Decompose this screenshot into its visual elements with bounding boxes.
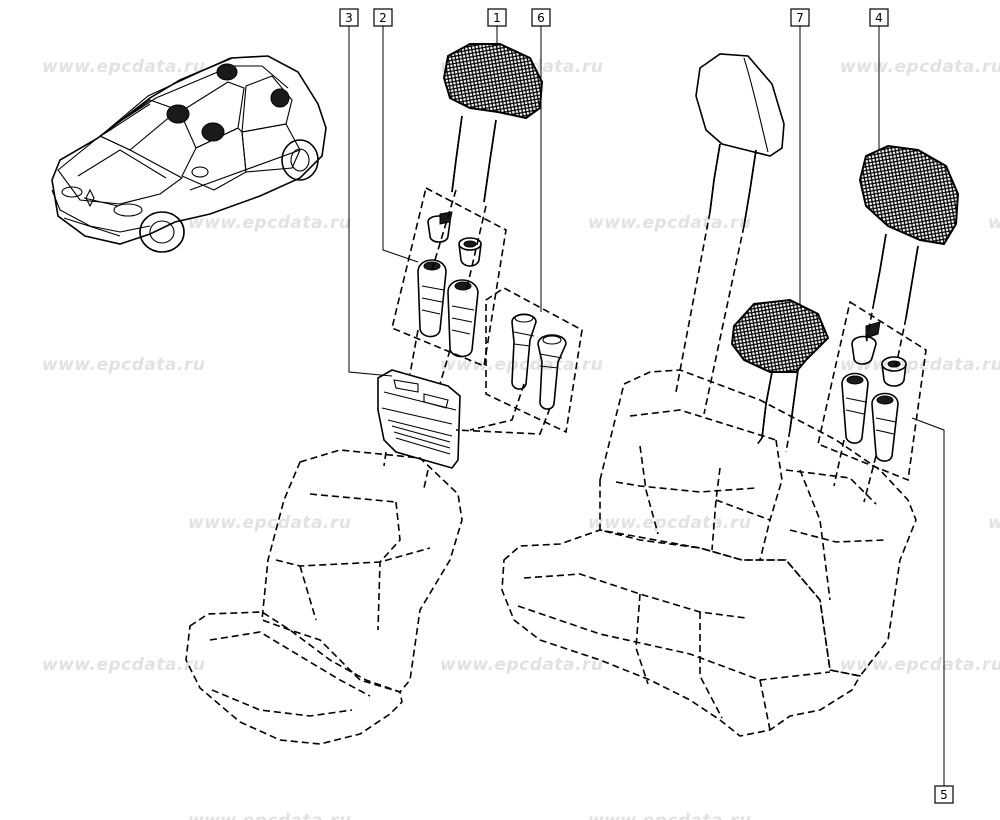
watermark: www.epcdata.ru bbox=[440, 355, 603, 375]
watermark: www.epcdata.ru bbox=[588, 811, 751, 820]
callout-label: 7 bbox=[796, 11, 804, 25]
callout-4: 4 bbox=[869, 8, 889, 27]
rear-bench-outline bbox=[501, 369, 917, 737]
rear-guide-bushings bbox=[817, 300, 927, 482]
front-assembly-lines bbox=[383, 189, 551, 489]
callout-3: 3 bbox=[339, 8, 359, 27]
watermark: www.epcdata.ru bbox=[188, 811, 351, 820]
watermark: www.epcdata.ru bbox=[588, 213, 751, 233]
rear-headrest-plain bbox=[695, 53, 785, 227]
front-guide-bushings bbox=[391, 186, 507, 368]
callouts: 3 2 1 6 7 4 5 bbox=[339, 8, 954, 804]
callout-7: 7 bbox=[790, 8, 810, 27]
callout-label: 4 bbox=[875, 11, 883, 25]
headrest-marker-rear bbox=[270, 88, 290, 108]
car-illustration bbox=[51, 55, 327, 253]
callout-2: 2 bbox=[373, 8, 393, 27]
rear-center-headrest bbox=[730, 298, 830, 439]
rear-assembly-lines bbox=[675, 211, 907, 503]
front-headrest bbox=[442, 43, 544, 203]
watermark: www.epcdata.ru bbox=[988, 213, 1000, 233]
headrest-marker-rear bbox=[216, 63, 238, 81]
headrest-marker-front bbox=[166, 104, 190, 124]
callout-1: 1 bbox=[487, 8, 507, 27]
side-guide-bushings bbox=[485, 287, 583, 434]
watermark: www.epcdata.ru bbox=[188, 513, 351, 533]
callout-label: 1 bbox=[493, 11, 501, 25]
rear-side-headrest bbox=[858, 144, 960, 319]
watermark: www.epcdata.ru bbox=[42, 57, 205, 77]
watermark: www.epcdata.ru bbox=[42, 655, 205, 675]
watermark: www.epcdata.ru bbox=[988, 513, 1000, 533]
callout-label: 5 bbox=[940, 788, 948, 802]
front-seat-outline bbox=[185, 449, 463, 745]
watermark: www.epcdata.ru bbox=[840, 655, 1000, 675]
watermark: www.epcdata.ru bbox=[188, 213, 351, 233]
watermark-layer: www.epcdata.ru www.epcdata.ru www.epcdat… bbox=[42, 57, 1000, 820]
watermark: www.epcdata.ru bbox=[840, 57, 1000, 77]
watermark: www.epcdata.ru bbox=[588, 513, 751, 533]
watermark: www.epcdata.ru bbox=[42, 355, 205, 375]
watermark: www.epcdata.ru bbox=[440, 655, 603, 675]
callout-label: 2 bbox=[379, 11, 387, 25]
callout-label: 3 bbox=[345, 11, 353, 25]
headrest-marker-front bbox=[201, 122, 225, 142]
callout-6: 6 bbox=[531, 8, 551, 27]
callout-5: 5 bbox=[934, 785, 954, 804]
headrest-guide-insert bbox=[377, 369, 461, 469]
callout-label: 6 bbox=[537, 11, 545, 25]
watermark: www.epcdata.ru bbox=[840, 355, 1000, 375]
